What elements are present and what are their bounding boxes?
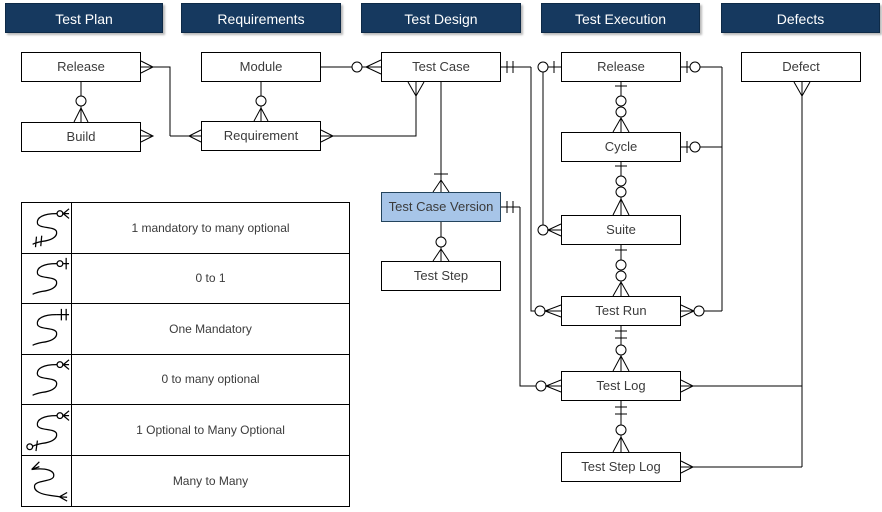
edge-testcaseversion-teststep	[432, 222, 450, 262]
one-mandatory-to-many-optional-icon	[22, 203, 72, 253]
edge-suite-testrun	[612, 245, 630, 297]
legend-label: 0 to many optional	[161, 372, 260, 387]
zero-to-many-optional-icon	[22, 354, 72, 404]
edge-module-testcase	[321, 59, 382, 75]
edge-releaseexec-suite	[537, 61, 562, 237]
edge-cycle-suite	[612, 162, 630, 216]
legend-table: 1 mandatory to many optional 0 to 1 One …	[21, 202, 350, 507]
edge-defect-testlog-teststeplog	[680, 81, 811, 474]
legend-label: 0 to 1	[195, 271, 226, 286]
legend-label: 1 Optional to Many Optional	[136, 422, 285, 437]
entity-test-case: Test Case	[381, 52, 501, 82]
header-requirements: Requirements	[181, 3, 341, 33]
edge-release-build-requirement	[140, 60, 202, 143]
legend-row: 0 to many optional	[22, 354, 349, 405]
edge-testcase-testcaseversion	[432, 82, 450, 193]
edge-testrun-testlog	[612, 326, 630, 372]
entity-build: Build	[21, 122, 141, 152]
edge-module-requirement	[253, 82, 269, 122]
entity-release-plan: Release	[21, 52, 141, 82]
entity-test-run: Test Run	[561, 296, 681, 326]
header-defects: Defects	[721, 3, 880, 33]
entity-defect: Defect	[741, 52, 861, 82]
many-to-many-icon	[22, 455, 72, 506]
entity-requirement: Requirement	[201, 121, 321, 151]
edge-testlog-teststeplog	[612, 401, 630, 453]
entity-test-step-log: Test Step Log	[561, 452, 681, 482]
legend-row: 1 mandatory to many optional	[22, 203, 349, 254]
edge-releaseexec-cycle	[612, 82, 630, 133]
entity-module: Module	[201, 52, 321, 82]
one-mandatory-icon	[22, 304, 72, 354]
edge-release-build	[73, 82, 89, 123]
edge-testcase-testrun	[501, 61, 562, 318]
legend-row: 1 Optional to Many Optional	[22, 405, 349, 456]
legend-row: 0 to 1	[22, 253, 349, 304]
edge-testcaseversion-testlog	[501, 201, 562, 393]
legend-row: One Mandatory	[22, 304, 349, 355]
edge-testcase-requirement	[320, 81, 425, 143]
entity-test-case-version: Test Case Version	[381, 192, 501, 222]
entity-cycle: Cycle	[561, 132, 681, 162]
header-test-execution: Test Execution	[541, 3, 700, 33]
header-test-design: Test Design	[361, 3, 521, 33]
header-test-plan: Test Plan	[5, 3, 163, 33]
legend-label: One Mandatory	[169, 321, 252, 336]
legend-row: Many to Many	[22, 455, 349, 506]
legend-label: Many to Many	[172, 473, 249, 488]
edge-releaseexec-cycle-testrun	[680, 61, 723, 318]
zero-to-one-icon	[22, 253, 72, 303]
entity-test-log: Test Log	[561, 371, 681, 401]
one-optional-to-many-optional-icon	[22, 405, 72, 455]
entity-release-exec: Release	[561, 52, 681, 82]
entity-test-step: Test Step	[381, 261, 501, 291]
legend-label: 1 mandatory to many optional	[131, 220, 290, 235]
entity-suite: Suite	[561, 215, 681, 245]
